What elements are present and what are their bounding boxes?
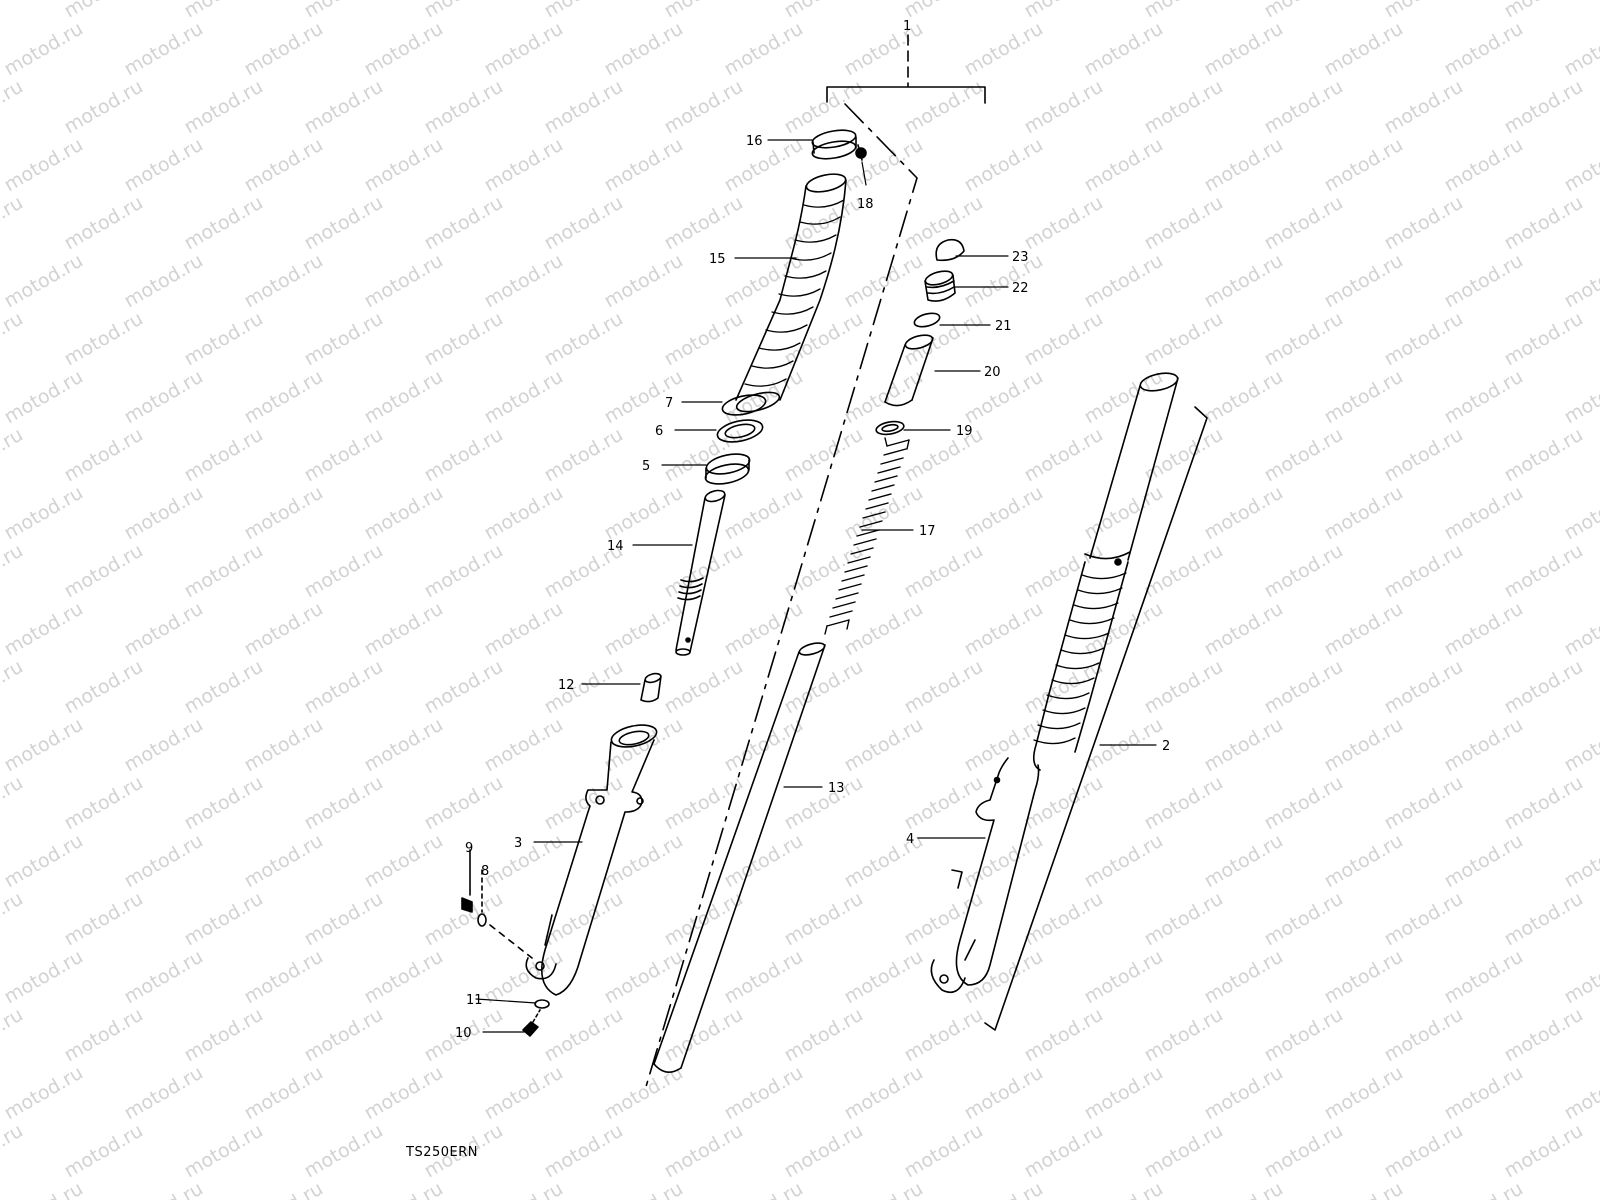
oil-seal bbox=[704, 453, 751, 485]
callout-5: 5 bbox=[642, 459, 650, 474]
circlip bbox=[721, 394, 767, 416]
damper-rod bbox=[675, 489, 726, 656]
model-code: TS250ERN bbox=[406, 1145, 478, 1160]
right-boot-ribs bbox=[1033, 572, 1127, 745]
o-ring bbox=[913, 312, 941, 328]
callout-23: 23 bbox=[1012, 250, 1029, 265]
callout-7: 7 bbox=[665, 396, 673, 411]
clamp-screw bbox=[855, 144, 867, 161]
callout-22: 22 bbox=[1012, 281, 1029, 296]
boot-clamp bbox=[811, 129, 857, 160]
washer bbox=[716, 419, 764, 443]
spacer bbox=[884, 334, 934, 407]
screw-and-washer bbox=[461, 849, 533, 959]
callout-12: 12 bbox=[558, 678, 575, 693]
fork-cap-bolt bbox=[924, 270, 956, 302]
assembly-label: 1 bbox=[903, 19, 911, 34]
callout-labels: 1 2 3 4 5 6 7 8 9 10 11 12 13 14 15 16 1… bbox=[455, 19, 1170, 1041]
callout-14: 14 bbox=[607, 539, 624, 554]
callout-8: 8 bbox=[481, 864, 489, 879]
gasket-and-bolt bbox=[522, 999, 550, 1037]
callout-18: 18 bbox=[857, 197, 874, 212]
right-fork-bracket bbox=[984, 406, 1208, 1031]
callout-20: 20 bbox=[984, 365, 1001, 380]
callout-2: 2 bbox=[1162, 739, 1170, 754]
callout-19: 19 bbox=[956, 424, 973, 439]
spacer-washer bbox=[875, 420, 905, 436]
callout-11: 11 bbox=[466, 993, 483, 1008]
leader-lines bbox=[475, 139, 1157, 1033]
callout-10: 10 bbox=[455, 1026, 472, 1041]
callout-4: 4 bbox=[906, 832, 914, 847]
damper-rod-rings bbox=[677, 577, 704, 601]
callout-9: 9 bbox=[465, 841, 473, 856]
left-outer-tube bbox=[525, 724, 658, 996]
callout-21: 21 bbox=[995, 319, 1012, 334]
boot-ribs bbox=[744, 199, 845, 387]
right-fork-assembly bbox=[930, 372, 1179, 994]
callout-17: 17 bbox=[919, 524, 936, 539]
callout-16: 16 bbox=[746, 134, 763, 149]
fork-boot bbox=[735, 173, 847, 413]
callout-3: 3 bbox=[514, 836, 522, 851]
assembly-bracket bbox=[644, 34, 986, 1091]
inner-tube bbox=[653, 642, 826, 1073]
callout-6: 6 bbox=[655, 424, 663, 439]
callout-13: 13 bbox=[828, 781, 845, 796]
fork-spring bbox=[824, 437, 910, 635]
callout-15: 15 bbox=[709, 252, 726, 267]
cylinder-base bbox=[640, 672, 662, 703]
fork-cap bbox=[935, 238, 965, 262]
